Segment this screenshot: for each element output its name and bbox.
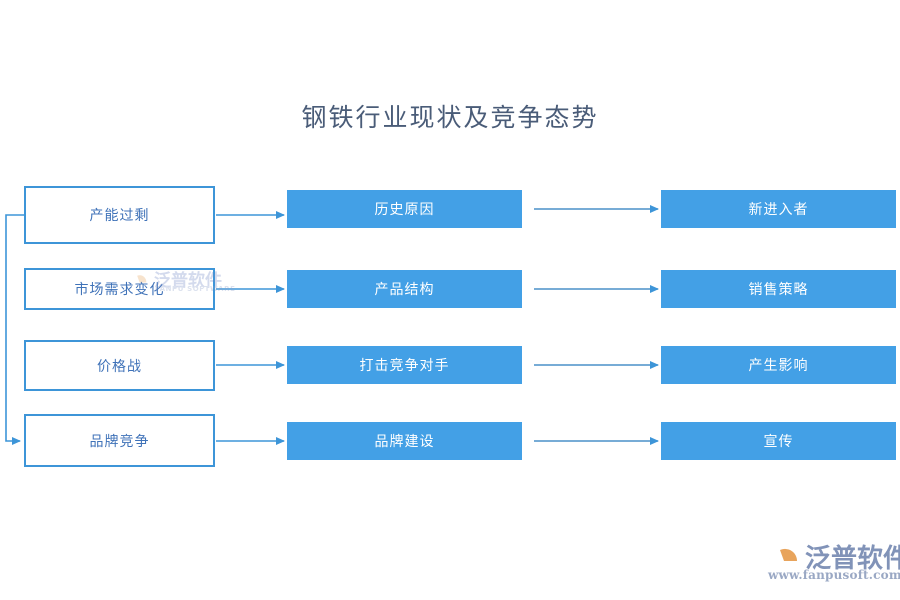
brand-url: www.fanpusoft.com (768, 568, 900, 582)
outcome-box-1[interactable]: 新进入者 (661, 190, 896, 228)
cause-box-1[interactable]: 产能过剩 (24, 186, 215, 244)
mechanism-box-2[interactable]: 产品结构 (287, 270, 522, 308)
feedback-loop-connector (5, 214, 24, 445)
cause-box-4[interactable]: 品牌竞争 (24, 414, 215, 467)
outcome-box-3[interactable]: 产生影响 (661, 346, 896, 384)
cause-box-3[interactable]: 价格战 (24, 340, 215, 391)
mechanism-box-4[interactable]: 品牌建设 (287, 422, 522, 460)
fanpu-brand-icon (769, 543, 798, 573)
brand-name: 泛普软件 (805, 544, 900, 574)
outcome-box-4[interactable]: 宣传 (661, 422, 896, 460)
arrow-mechanism-to-outcome (534, 205, 659, 445)
page-title: 钢铁行业现状及竞争态势 (301, 103, 599, 132)
mechanism-box-1[interactable]: 历史原因 (287, 190, 522, 228)
outcome-box-2[interactable]: 销售策略 (661, 270, 896, 308)
brand-logo: 泛普软件 www.fanpusoft.com (766, 538, 900, 588)
cause-box-2[interactable]: 市场需求变化 (24, 268, 215, 310)
arrow-cause-to-mechanism (216, 211, 285, 445)
mechanism-box-3[interactable]: 打击竞争对手 (287, 346, 522, 384)
